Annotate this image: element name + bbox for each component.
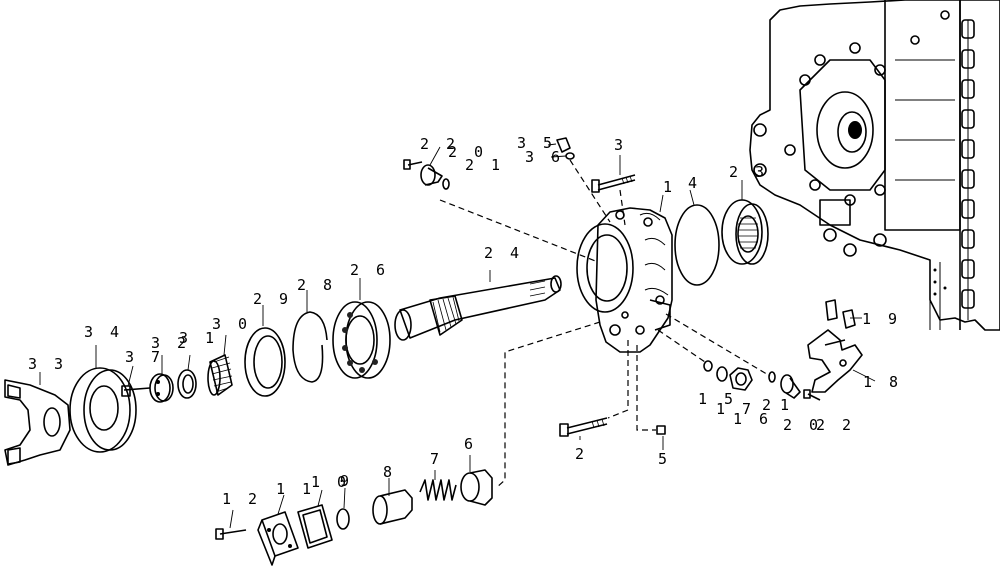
part-9-o-ring xyxy=(336,508,350,530)
callout-12: 1 2 xyxy=(222,490,262,508)
callout-3: 3 xyxy=(614,136,628,154)
part-17-washer xyxy=(716,366,728,382)
part-11-cover xyxy=(257,511,299,566)
callout-2-bottom: 2 xyxy=(575,445,589,463)
callout-34: 3 4 xyxy=(84,323,124,341)
part-12-bolt xyxy=(215,528,247,540)
assembly-lines xyxy=(439,159,771,489)
part-29-seal xyxy=(244,327,286,397)
callout-18: 1 8 xyxy=(863,373,903,391)
part-22-screw-top xyxy=(403,159,423,170)
part-32-disc xyxy=(149,373,174,403)
part-24-shaft xyxy=(394,275,562,341)
part-22-screw-right xyxy=(803,389,821,401)
part-15-washer xyxy=(703,360,713,372)
part-35-plug xyxy=(556,137,571,153)
callout-1-right: 1 xyxy=(780,396,794,414)
callout-11: 1 1 xyxy=(276,480,316,498)
callout-10: 1 0 xyxy=(311,473,351,491)
callout-4: 4 xyxy=(688,174,702,192)
callout-16: 1 6 xyxy=(733,410,773,428)
callout-5: 5 xyxy=(658,450,672,468)
callout-31: 3 1 xyxy=(179,329,219,347)
part-20-banjo-top xyxy=(420,164,443,186)
callout-15: 1 5 xyxy=(698,390,738,408)
part-4-o-ring xyxy=(674,204,720,286)
part-10-gasket xyxy=(297,504,333,549)
part-21-washer-top xyxy=(442,178,450,190)
callout-7: 7 xyxy=(430,450,444,468)
callout-29: 2 9 xyxy=(253,290,293,308)
part-19-clips xyxy=(825,299,856,329)
part-26-bearing xyxy=(332,301,391,379)
callout-22-top: 2 2 xyxy=(420,135,460,153)
part-2-washer-right xyxy=(768,371,776,383)
part-7-spring xyxy=(419,479,457,501)
callout-33: 3 3 xyxy=(28,355,68,373)
callout-20-top: 2 0 xyxy=(448,143,488,161)
part-2-bolt-bottom xyxy=(559,417,608,437)
callout-24: 2 4 xyxy=(484,244,524,262)
part-6-cup xyxy=(460,469,493,506)
callout-2-right: 2 xyxy=(762,396,776,414)
part-31-washer xyxy=(177,369,197,399)
callout-17: 1 7 xyxy=(716,400,756,418)
callout-21-top: 2 1 xyxy=(465,156,505,174)
callout-8: 8 xyxy=(383,463,397,481)
callout-1-housing: 1 xyxy=(663,178,677,196)
callout-6: 6 xyxy=(464,435,478,453)
part-18-bracket xyxy=(807,329,863,393)
callout-22-right: 2 2 xyxy=(816,416,856,434)
callout-30: 3 0 xyxy=(212,315,252,333)
callout-37: 3 7 xyxy=(125,348,165,366)
part-34-flange xyxy=(69,367,137,453)
callout-35: 3 5 xyxy=(517,134,557,152)
part-28-snap-ring xyxy=(292,311,328,383)
part-8-plunger xyxy=(372,489,413,525)
gearbox-casing xyxy=(749,0,1000,331)
callout-20-right: 2 0 xyxy=(783,416,823,434)
part-33-yoke xyxy=(4,379,71,466)
callout-32: 3 2 xyxy=(151,334,191,352)
callout-36: 3 6 xyxy=(525,148,565,166)
part-23-coupler xyxy=(721,199,769,265)
callout-26: 2 6 xyxy=(350,261,390,279)
part-16-nut xyxy=(729,367,753,391)
part-3-bolt xyxy=(591,174,636,193)
leader-lines xyxy=(39,143,876,529)
part-37-bolt xyxy=(121,385,151,397)
part-30-spline-gear xyxy=(207,354,233,396)
part-36-washer xyxy=(565,152,575,160)
callout-19: 1 9 xyxy=(862,310,902,328)
callout-23: 2 3 xyxy=(729,163,769,181)
part-5-pin xyxy=(656,425,666,435)
callout-28: 2 8 xyxy=(297,276,337,294)
part-1-pump-housing xyxy=(576,207,673,353)
callout-9: 9 xyxy=(340,472,354,490)
part-20-banjo-right xyxy=(780,374,801,399)
